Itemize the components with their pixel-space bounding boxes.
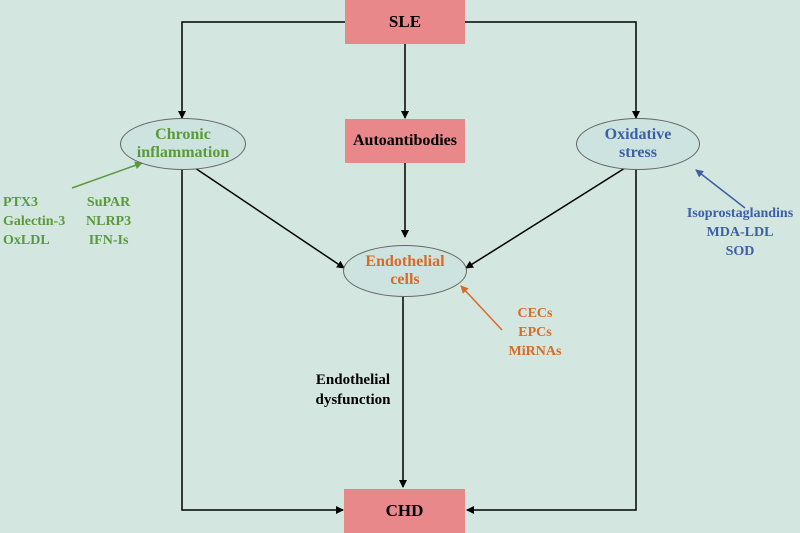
chronic-inflammation-line-2: inflammation bbox=[136, 144, 230, 161]
endothelial-cells-line-2: cells bbox=[390, 271, 420, 288]
marker-cecs: CECs bbox=[517, 306, 553, 321]
marker-nlrp3: NLRP3 bbox=[86, 213, 132, 229]
marker-mda-ldl: MDA-LDL bbox=[706, 224, 774, 240]
node-chd: CHD bbox=[344, 489, 465, 533]
inflammation-markers-left: PTX3 Galectin-3 OxLDL bbox=[3, 194, 65, 251]
marker-ifn-is: IFN-Is bbox=[88, 232, 129, 248]
marker-mirnas: MiRNAs bbox=[508, 343, 562, 359]
chronic-inflammation-line-1: Chronic bbox=[155, 125, 211, 143]
oxidative-stress-line-1: Oxidative bbox=[604, 125, 672, 143]
endothelial-cells-line-1: Endothelial bbox=[365, 252, 445, 270]
arrow-oxidative-to-chd bbox=[466, 169, 637, 514]
marker-sod: SOD bbox=[725, 243, 755, 259]
edge-label-line-1: Endothelial bbox=[315, 372, 391, 388]
arrow-oxidative-markers bbox=[695, 169, 746, 209]
marker-ptx3: PTX3 bbox=[3, 195, 38, 210]
edge-label-line-2: dysfunction bbox=[315, 392, 391, 409]
node-sle: SLE bbox=[345, 0, 465, 44]
arrow-oxidative-to-endothelial bbox=[465, 167, 626, 269]
oxidative-markers: Isoprostaglandins MDA-LDL SOD bbox=[680, 205, 800, 262]
inflammation-markers-right: SuPAR NLRP3 IFN-Is bbox=[86, 194, 131, 251]
marker-epcs: EPCs bbox=[518, 324, 552, 340]
node-chronic-inflammation: Chronic inflammation bbox=[120, 118, 246, 170]
arrow-sle-to-oxidative bbox=[465, 21, 640, 119]
edge-label-endothelial-dysfunction: Endothelial dysfunction bbox=[305, 370, 401, 411]
arrow-sle-to-inflammation bbox=[178, 21, 345, 119]
node-oxidative-stress: Oxidative stress bbox=[576, 118, 700, 170]
arrow-endothelial-markers bbox=[460, 285, 503, 331]
oxidative-stress-line-2: stress bbox=[619, 144, 657, 161]
node-endothelial-cells: Endothelial cells bbox=[343, 245, 467, 297]
arrow-inflammation-to-chd bbox=[181, 169, 344, 514]
marker-oxldl: OxLDL bbox=[3, 232, 50, 248]
endothelial-markers: CECs EPCs MiRNAs bbox=[505, 305, 565, 362]
arrow-inflammation-to-endothelial bbox=[194, 167, 345, 269]
marker-supar: SuPAR bbox=[86, 195, 131, 210]
node-autoantibodies: Autoantibodies bbox=[345, 119, 465, 163]
marker-isoprostaglandins: Isoprostaglandins bbox=[686, 206, 794, 221]
arrow-inflammation-markers bbox=[71, 161, 143, 189]
marker-galectin-3: Galectin-3 bbox=[3, 213, 66, 229]
